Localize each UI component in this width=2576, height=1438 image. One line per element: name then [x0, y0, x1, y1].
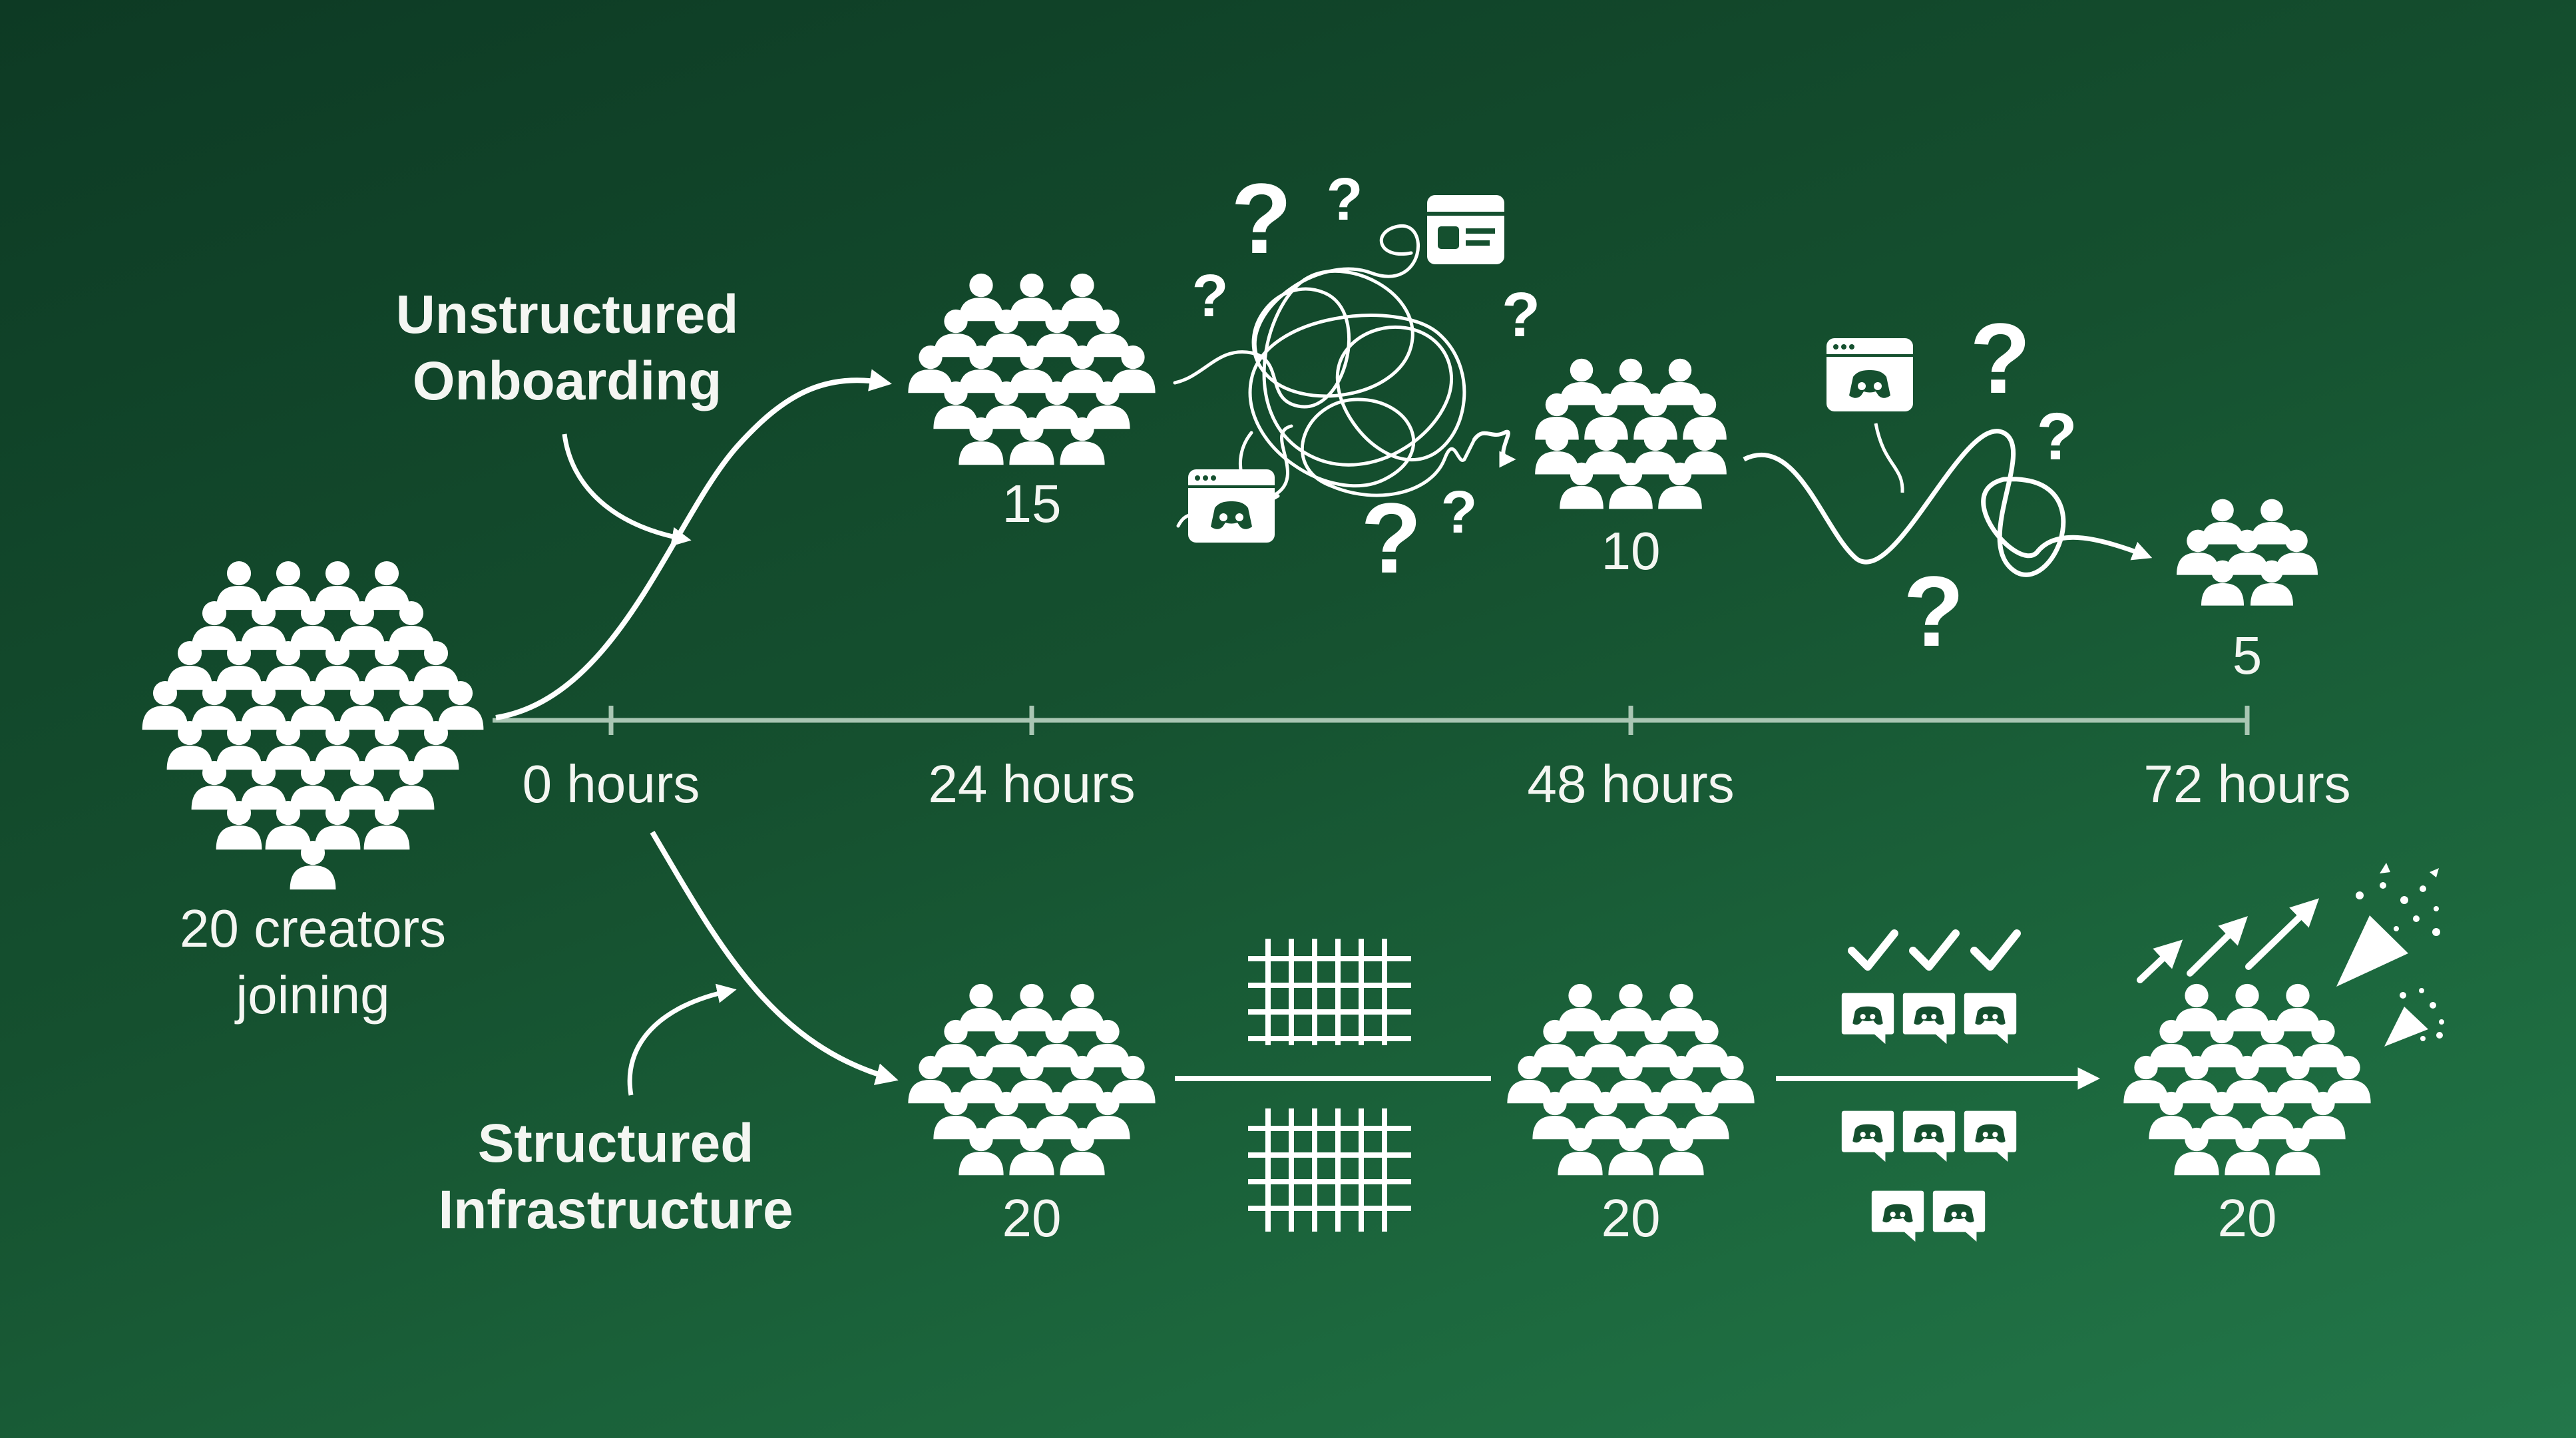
person-icon: [1009, 983, 1054, 1032]
person-icon: [216, 561, 262, 610]
discord-window-icon: [1826, 338, 1913, 411]
discord-chat-icon: [1964, 993, 2017, 1045]
source-label: 20 creators joining: [179, 899, 447, 1025]
question-mark-icon: ?: [1192, 263, 1229, 330]
question-mark-icon: ?: [1441, 479, 1478, 546]
person-icon: [1060, 983, 1105, 1032]
timeline-label: 48 hours: [1527, 754, 1735, 814]
check-icon: [1970, 929, 2021, 971]
growth-arrow-icon: [2245, 898, 2320, 970]
structured-count: 20: [1002, 1188, 1062, 1248]
person-icon: [1560, 358, 1604, 405]
grid-icon: [1248, 939, 1411, 1045]
people-group-icon: [908, 983, 1156, 1176]
question-mark-icon: ?: [1502, 280, 1540, 350]
discord-window-icon: [1188, 469, 1275, 543]
growth-arrow-icon: [2137, 939, 2183, 983]
discord-chat-icon: [1964, 1110, 2017, 1162]
wander-link: [1874, 423, 1904, 493]
person-icon: [959, 273, 1004, 322]
person-icon: [2225, 983, 2270, 1032]
wander-path: [1743, 429, 2153, 577]
pointer-arrow-structured: [627, 983, 737, 1096]
person-icon: [314, 561, 361, 610]
branch-title-structured: Structured Infrastructure: [438, 1113, 793, 1240]
person-icon: [1658, 358, 1702, 405]
timeline-label: 0 hours: [522, 754, 700, 814]
person-icon: [1609, 358, 1653, 405]
discord-chat-icon: [1871, 1190, 1924, 1242]
unstructured-count: 5: [2232, 626, 2262, 685]
person-icon: [363, 561, 410, 610]
timeline-label: 24 hours: [928, 754, 1136, 814]
discord-chat-icon: [1841, 993, 1894, 1045]
question-marks: ? ? ? ? ? ? ? ? ?: [1192, 162, 2077, 667]
check-icons: [1848, 929, 2021, 971]
discord-chat-icon: [1932, 1190, 1986, 1242]
question-mark-icon: ?: [1231, 162, 1292, 274]
branch-title-unstructured: Unstructured Onboarding: [395, 284, 739, 411]
question-mark-icon: ?: [1903, 555, 1964, 667]
people-group-icon: [2177, 499, 2318, 606]
person-icon: [1558, 983, 1603, 1032]
discord-chat-icon: [1902, 993, 1956, 1045]
person-icon: [1659, 983, 1704, 1032]
person-icon: [1009, 273, 1054, 322]
unstructured-count: 15: [1002, 474, 1062, 533]
person-icon: [1608, 983, 1653, 1032]
timeline-label: 72 hours: [2143, 754, 2351, 814]
person-icon: [2174, 983, 2219, 1032]
pointer-arrow-unstructured: [562, 433, 692, 547]
structured-count: 20: [2217, 1188, 2277, 1248]
person-icon: [265, 561, 312, 610]
timeline-axis: [493, 706, 2250, 735]
question-mark-icon: ?: [1361, 482, 1422, 594]
party-popper-icon: [2336, 863, 2440, 987]
growth-arrow-icon: [2187, 916, 2248, 977]
grid-icon: [1248, 1108, 1411, 1232]
person-icon: [959, 983, 1004, 1032]
source-people-group-icon: [142, 561, 484, 890]
growth-arrow-icons: [2137, 898, 2320, 983]
structured-count: 20: [1601, 1188, 1661, 1248]
party-popper-icon: [2384, 988, 2444, 1047]
people-group-icon: [1535, 358, 1727, 509]
people-group-icon: [2123, 983, 2371, 1176]
people-group-icon: [1507, 983, 1755, 1176]
person-icon: [1060, 273, 1105, 322]
branch-arrow-down: [650, 830, 899, 1085]
question-mark-icon: ?: [1327, 166, 1363, 233]
person-icon: [2275, 983, 2320, 1032]
question-mark-icon: ?: [1970, 302, 2031, 414]
branch-arrow-up: [495, 369, 892, 720]
check-icon: [1848, 929, 1898, 971]
question-mark-icon: ?: [2036, 399, 2077, 474]
discord-chat-icon: [1841, 1110, 1894, 1162]
unstructured-count: 10: [1601, 521, 1661, 581]
people-group-icon: [908, 273, 1156, 465]
discord-chat-icon: [1902, 1110, 1956, 1162]
check-icon: [1909, 929, 1960, 971]
id-card-icon: [1427, 195, 1504, 264]
